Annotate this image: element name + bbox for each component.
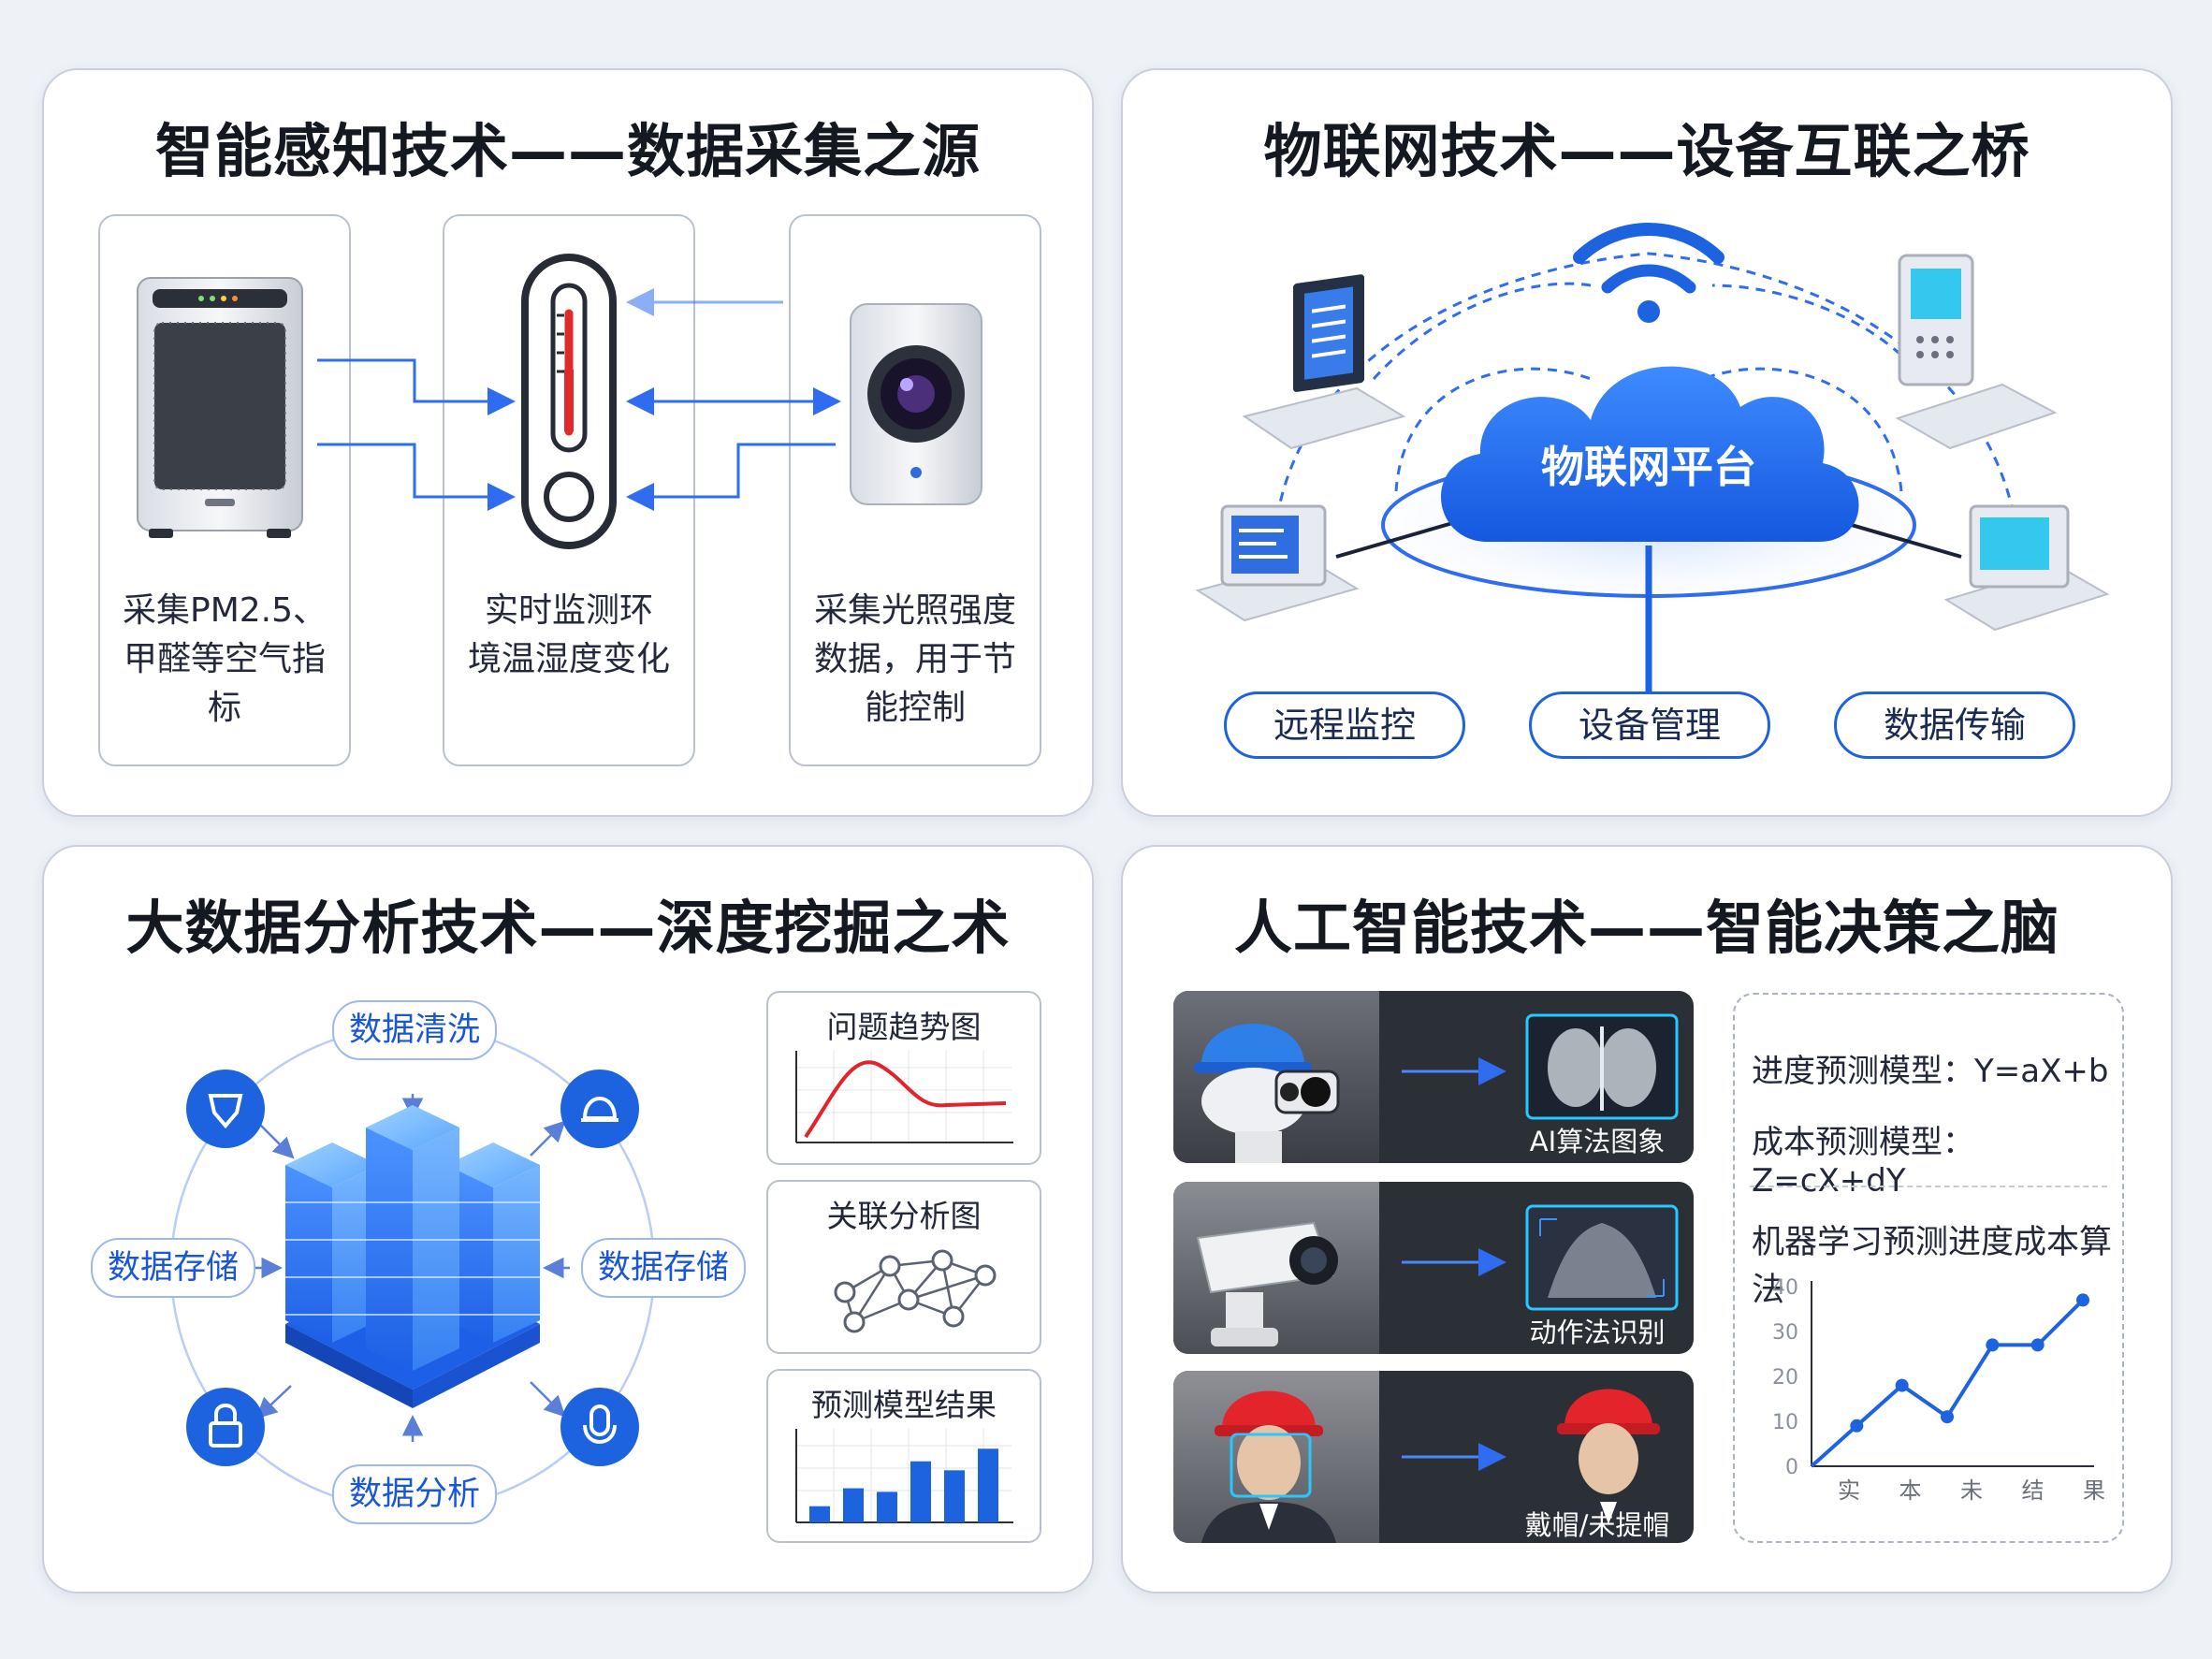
ai-row-3: 戴帽/未提帽 [1173, 1371, 1694, 1543]
card-line: 境温湿度变化 [467, 640, 670, 678]
card-line: 数据，用于节 [813, 640, 1016, 678]
ml-line-chart: 40 30 20 10 0 实 本 未 结 果 [1772, 1276, 2105, 1504]
shield-icon [186, 1070, 265, 1148]
card-line: 采集PM2.5、 [122, 591, 327, 630]
data-flow-arrows [317, 288, 841, 511]
monitor-icon [1943, 504, 2110, 632]
helmet-robot-icon [1194, 1024, 1340, 1163]
document-terminal-icon [1242, 274, 1406, 450]
y-tick-label: 30 [1772, 1321, 1798, 1345]
ai-row-1: AI算法图象 [1173, 991, 1694, 1163]
prediction-bar [809, 1506, 830, 1522]
panel-title: 大数据分析技术——深度挖掘之术 [125, 894, 1011, 962]
lock-icon [186, 1388, 265, 1466]
desktop-computer-icon [1195, 504, 1360, 622]
prediction-bar [978, 1448, 998, 1522]
xray-image-icon [1525, 1013, 1679, 1120]
panel-title: 智能感知技术——数据采集之源 [154, 117, 981, 185]
data-point [1895, 1378, 1909, 1392]
card-line: 采集光照强度 [813, 591, 1016, 630]
ml-chart-title: 机器学习预测进度成本算法 [1752, 1224, 2113, 1309]
data-point [1941, 1410, 1954, 1424]
data-point [2030, 1338, 2045, 1352]
y-tick-label: 10 [1772, 1411, 1798, 1434]
correlation-graph [834, 1249, 997, 1333]
prediction-chart-title: 预测模型结果 [811, 1387, 997, 1423]
ai-row-2-graphics [1196, 1204, 1679, 1346]
prediction-bar [843, 1488, 864, 1522]
ai-row-2-label: 动作法识别 [1529, 1317, 1666, 1348]
formula-progress: 进度预测模型：Y=aX+b [1752, 1053, 2109, 1090]
sensing-graphics [137, 254, 982, 549]
y-tick-label: 40 [1772, 1276, 1798, 1300]
sensing-panel: 智能感知技术——数据采集之源 采集PM2.5、 甲醛等空气指 标 实时监测环 境… [42, 68, 1094, 817]
y-tick-label: 20 [1772, 1366, 1798, 1390]
node-data-storage-left: 数据存储 [91, 1238, 255, 1298]
x-tick-label: 本 [1899, 1477, 1922, 1504]
pill-remote-monitoring[interactable]: 远程监控 [1224, 691, 1465, 759]
iot-graphics [1195, 223, 2110, 695]
ai-row-1-graphics [1194, 1013, 1679, 1163]
scan-image-icon [1525, 1204, 1679, 1311]
divider [1750, 1186, 2107, 1187]
node-data-analysis: 数据分析 [332, 1464, 497, 1524]
microphone-icon [560, 1388, 639, 1466]
cloud-platform-icon [1441, 366, 1859, 542]
trend-chart-title: 问题趋势图 [826, 1009, 982, 1045]
ai-row-3-graphics [1201, 1389, 1671, 1543]
panel-title: 人工智能技术——智能决策之脑 [1233, 894, 2059, 962]
worker-helmet-icon [1546, 1389, 1671, 1543]
formula-cost: 成本预测模型：Z=cX+dY [1752, 1124, 1974, 1200]
card-line: 能控制 [864, 689, 966, 727]
x-tick-label: 结 [2022, 1477, 2045, 1504]
card-line: 实时监测环 [484, 591, 653, 630]
light-sensor-camera-icon [850, 303, 982, 505]
ai-row-2: 动作法识别 [1173, 1182, 1694, 1354]
handheld-device-icon [1895, 254, 2058, 450]
x-tick-label: 实 [1838, 1477, 1860, 1504]
trend-chart [795, 1051, 1013, 1143]
data-point [1986, 1338, 2000, 1352]
data-point [2076, 1293, 2089, 1307]
node-data-storage-right: 数据存储 [581, 1238, 746, 1298]
trend-chart-card: 问题趋势图 [766, 991, 1041, 1165]
series-line [1810, 1298, 2085, 1468]
air-quality-sensor-icon [137, 277, 303, 538]
bell-icon [560, 1070, 639, 1148]
card-line: 标 [207, 689, 241, 727]
ai-row-1-label: AI算法图象 [1529, 1126, 1666, 1157]
wifi-icon [1573, 223, 1724, 323]
prediction-bar [877, 1492, 897, 1522]
prediction-model-box: 进度预测模型：Y=aX+b 成本预测模型：Z=cX+dY 机器学习预测进度成本算… [1733, 993, 2124, 1543]
cloud-label: 物联网平台 [1541, 442, 1756, 492]
database-cubes-icon [285, 1105, 540, 1408]
correlation-chart-card: 关联分析图 [766, 1180, 1041, 1354]
bigdata-panel: 大数据分析技术——深度挖掘之术 [42, 845, 1094, 1594]
prediction-bar-chart [795, 1429, 1013, 1523]
iot-panel: 物联网技术——设备互联之桥 [1121, 68, 2173, 817]
card-line: 甲醛等空气指 [123, 640, 326, 678]
worker-face-scan-icon [1201, 1390, 1336, 1543]
bigdata-graphics [169, 1025, 656, 1511]
x-tick-label: 未 [1960, 1477, 1983, 1504]
node-data-cleaning: 数据清洗 [332, 1000, 497, 1060]
x-tick-label: 果 [2083, 1477, 2105, 1504]
y-tick-label: 0 [1785, 1456, 1798, 1479]
ai-row-3-label: 戴帽/未提帽 [1524, 1509, 1670, 1541]
security-camera-icon [1196, 1221, 1338, 1346]
data-point [1850, 1419, 1864, 1433]
thermometer-icon [521, 254, 617, 549]
panel-title: 物联网技术——设备互联之桥 [1263, 117, 2030, 185]
pill-device-management[interactable]: 设备管理 [1529, 691, 1770, 759]
pill-data-transmission[interactable]: 数据传输 [1834, 691, 2075, 759]
ai-panel: 人工智能技术——智能决策之脑 AI算法图象 [1121, 845, 2173, 1594]
prediction-chart-card: 预测模型结果 [766, 1369, 1041, 1543]
prediction-bar [944, 1470, 965, 1522]
correlation-chart-title: 关联分析图 [826, 1198, 982, 1234]
prediction-bar [910, 1461, 931, 1522]
